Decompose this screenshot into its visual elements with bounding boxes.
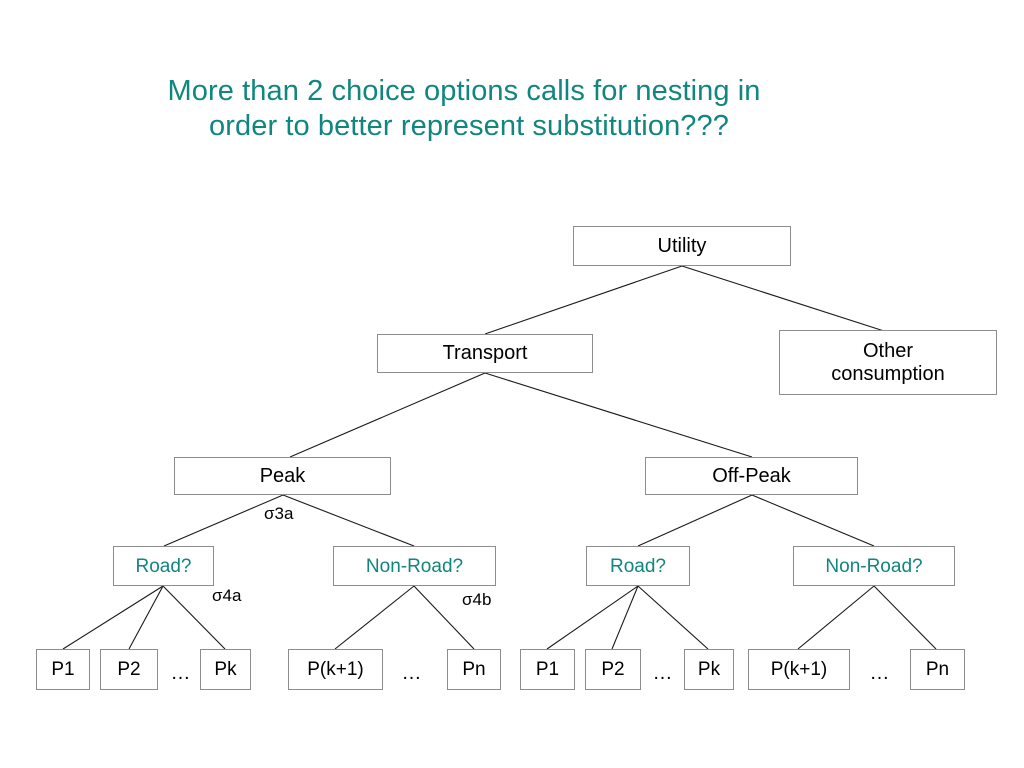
node-peak-road[interactable]: Road? (113, 546, 214, 586)
leaf-peak-road-p2[interactable]: P2 (100, 649, 158, 690)
leaf-peak-nonroad-pk1[interactable]: P(k+1) (288, 649, 383, 690)
leaf-offpeak-nonroad-pk1[interactable]: P(k+1) (748, 649, 850, 690)
edge-nonroad2-pk1 (797, 585, 875, 650)
ellipsis-offpeak-road: … (652, 662, 674, 684)
node-offpeak-road[interactable]: Road? (586, 546, 690, 586)
leaf-offpeak-road-p2[interactable]: P2 (585, 649, 641, 690)
edge-road1-p1 (62, 585, 164, 650)
sigma-label-3a: σ3a (264, 504, 294, 523)
edge-road2-pk (637, 585, 709, 650)
leaf-offpeak-road-pk[interactable]: Pk (684, 649, 734, 690)
edge-utility-other (681, 265, 885, 332)
edge-peak-road (163, 494, 284, 547)
edge-road2-p2 (611, 585, 639, 650)
sigma-label-4a: σ4a (212, 586, 242, 605)
title-line-2: order to better represent substitution??… (209, 110, 729, 142)
ellipsis-peak-road: … (170, 662, 192, 684)
leaf-peak-road-p1[interactable]: P1 (36, 649, 90, 690)
leaf-offpeak-nonroad-pn[interactable]: Pn (910, 649, 965, 690)
node-peak-non-road[interactable]: Non-Road? (333, 546, 496, 586)
edge-transport-offpeak (484, 372, 753, 458)
ellipsis-offpeak-nonroad: … (869, 662, 891, 684)
edge-peak-nonroad (282, 494, 415, 547)
node-utility[interactable]: Utility (573, 226, 791, 266)
node-offpeak-non-road[interactable]: Non-Road? (793, 546, 955, 586)
node-off-peak[interactable]: Off-Peak (645, 457, 858, 495)
node-transport[interactable]: Transport (377, 334, 593, 373)
edge-offpeak-nonroad (751, 494, 875, 547)
ellipsis-peak-nonroad: … (401, 662, 423, 684)
leaf-peak-nonroad-pn[interactable]: Pn (447, 649, 501, 690)
edge-road2-p1 (546, 585, 639, 650)
edge-nonroad1-pn (413, 585, 475, 650)
edge-nonroad1-pk1 (334, 585, 415, 650)
node-other-consumption[interactable]: Other consumption (779, 330, 997, 395)
edge-nonroad2-pn (873, 585, 937, 650)
title-line-1: More than 2 choice options calls for nes… (167, 75, 761, 107)
edge-road1-p2 (128, 585, 164, 650)
node-peak[interactable]: Peak (174, 457, 391, 495)
edge-offpeak-road (637, 494, 753, 547)
leaf-peak-road-pk[interactable]: Pk (200, 649, 251, 690)
edge-transport-peak (289, 372, 486, 458)
edge-utility-transport (484, 265, 683, 335)
edge-road1-pk (162, 585, 226, 650)
leaf-offpeak-road-p1[interactable]: P1 (520, 649, 575, 690)
sigma-label-4b: σ4b (462, 590, 492, 609)
page-title: More than 2 choice options calls for nes… (60, 74, 960, 144)
